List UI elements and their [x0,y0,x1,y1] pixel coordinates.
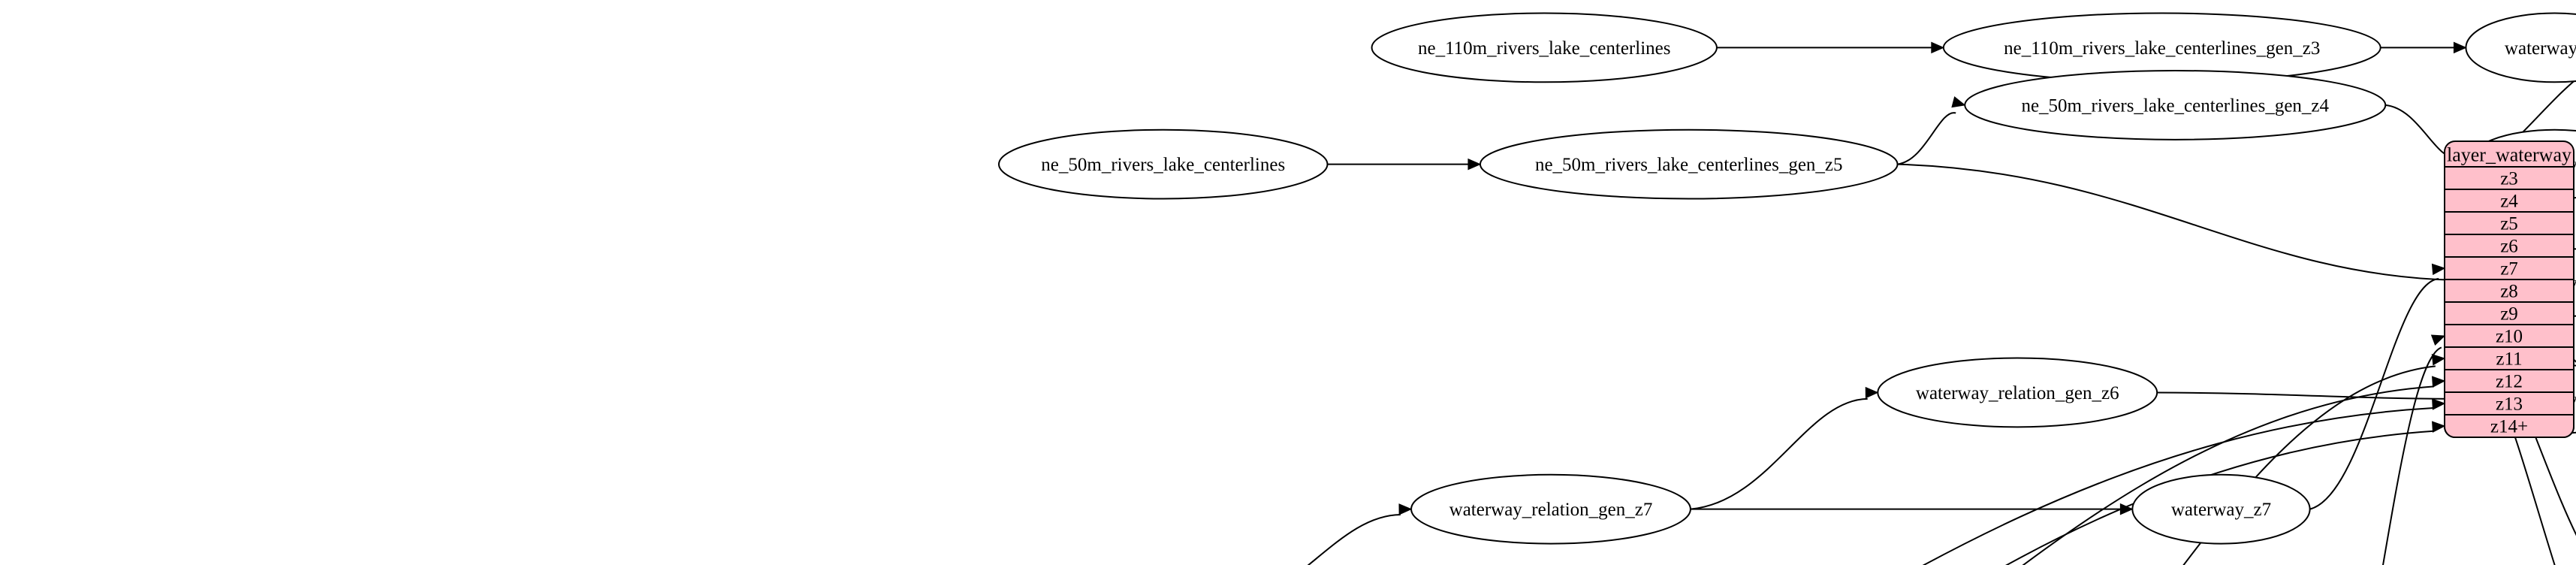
graph-edge [1897,163,2467,289]
edge-arrowhead [2430,334,2446,346]
graph-node-ne_50m_rivers_lake_centerlines_gen_z4[interactable]: ne_50m_rivers_lake_centerlines_gen_z4 [1964,70,2387,140]
graph-edge [2182,354,2446,565]
graph-edge [2382,334,2446,565]
legend-row-z4[interactable] [2444,189,2574,213]
edge-line [2157,391,2454,400]
node-shape [1371,12,1718,83]
nodes-layer: imposm3osm_waterway_relationosm_waterway… [998,12,2576,545]
edge-arrowhead [2431,263,2446,276]
legend-row-z7[interactable] [2444,256,2574,280]
edge-arrowhead [2432,398,2446,410]
legend-row-z10[interactable] [2444,324,2574,348]
graph-edge [2380,41,2467,54]
graph-edge [1307,503,1413,565]
edge-line [1897,112,1956,165]
edge-line [2382,346,2442,565]
edge-line [1897,163,2454,281]
edge-arrowhead [2431,376,2446,388]
edge-line [2309,277,2439,510]
edge-arrowhead [1398,503,1413,515]
legend-row-z6[interactable] [2444,234,2574,258]
legend-table[interactable]: layer_waterwayz3z4z5z6z7z8z9z10z11z12z13… [2444,140,2574,438]
edge-arrowhead [2432,421,2446,433]
legend-row-z5[interactable] [2444,211,2574,235]
edge-arrowhead [1951,96,1966,108]
edge-line [2022,385,2434,565]
edge-arrowhead [2431,354,2446,366]
edge-arrowhead [2453,41,2467,54]
graph-edge [2309,263,2446,510]
graph-edge [1716,41,1945,54]
graph-node-waterway_relation_gen_z7[interactable]: waterway_relation_gen_z7 [1410,473,1691,545]
graph-node-ne_110m_rivers_lake_centerlines[interactable]: ne_110m_rivers_lake_centerlines [1371,12,1718,83]
graph-node-waterway_z3[interactable]: waterway_z3 [2465,12,2576,83]
edge-line [1922,406,2434,565]
edge-line [2182,365,2436,565]
graph-edge [2157,391,2467,405]
graph-node-waterway_z7[interactable]: waterway_z7 [2131,473,2311,545]
node-shape [998,128,1329,200]
node-shape [2131,473,2311,545]
graph-node-ne_50m_rivers_lake_centerlines[interactable]: ne_50m_rivers_lake_centerlines [998,128,1329,200]
node-shape [1479,128,1899,200]
legend-row-z13[interactable] [2444,391,2574,415]
graph-edge [2022,376,2446,565]
legend-row-z9[interactable] [2444,301,2574,325]
graph-edge [1897,96,1966,165]
legend-row-z12[interactable] [2444,369,2574,393]
edge-line [1307,514,1401,565]
legend-row-z8[interactable] [2444,279,2574,303]
edge-arrowhead [1467,158,1482,171]
graph-edge [1690,503,2134,515]
legend-row-z14plus[interactable] [2444,414,2574,438]
graph-edge [1922,398,2446,565]
graph-node-waterway_relation_gen_z6[interactable]: waterway_relation_gen_z6 [1877,357,2158,428]
legend-row-z11[interactable] [2444,346,2574,370]
graph-node-ne_50m_rivers_lake_centerlines_gen_z5[interactable]: ne_50m_rivers_lake_centerlines_gen_z5 [1479,128,1899,200]
edge-line [1690,397,1868,510]
legend-row-z3[interactable] [2444,166,2574,190]
graph-edge [1690,386,1879,510]
node-shape [1410,473,1691,545]
edge-arrowhead [1931,41,1945,54]
graph-edge [1327,158,1482,171]
edge-arrowhead [1865,386,1879,399]
node-shape [2465,12,2576,83]
node-shape [1964,70,2387,140]
node-shape [1877,357,2158,428]
